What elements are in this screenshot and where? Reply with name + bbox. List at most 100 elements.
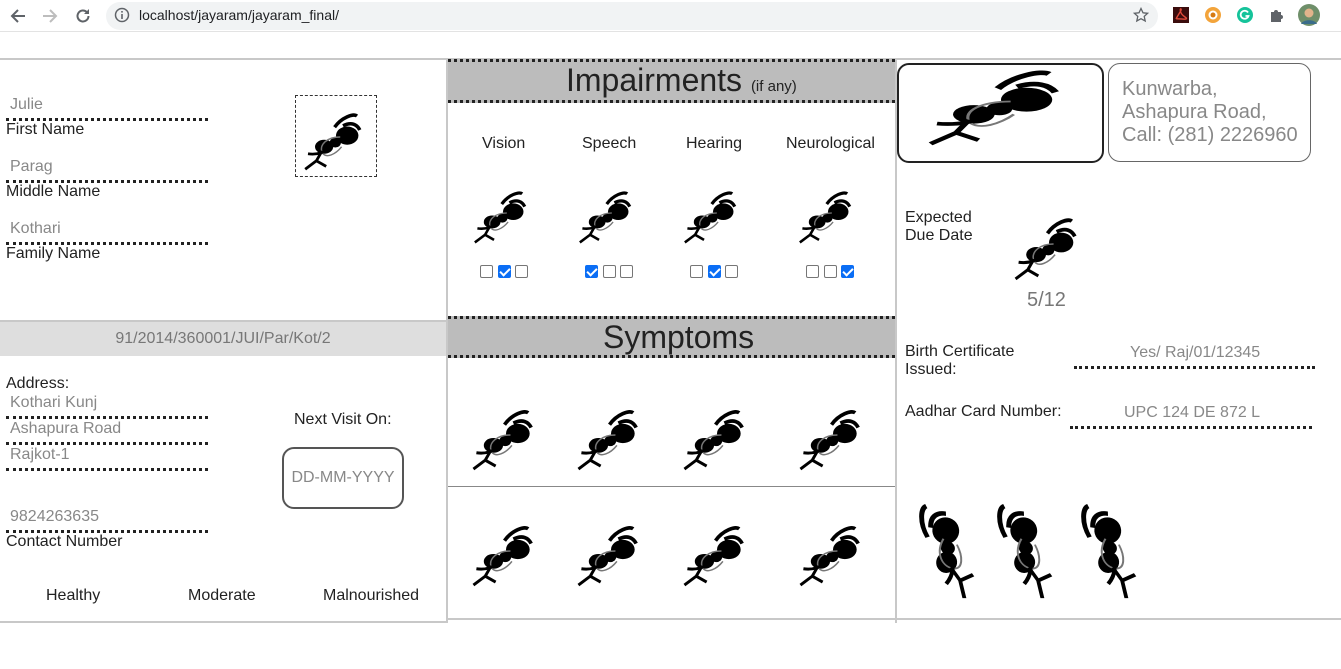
puzzle-icon[interactable] (1267, 5, 1287, 25)
impairment-label-neurological: Neurological (786, 135, 875, 152)
ant-icon (465, 181, 541, 245)
impairment-checkbox-neurological-3[interactable] (841, 265, 854, 278)
photo-frame[interactable] (295, 95, 377, 177)
symptom-ant-icon[interactable] (565, 514, 657, 588)
first-name-label: First Name (6, 121, 85, 138)
info-icon[interactable] (114, 7, 130, 28)
first-name-underline (6, 118, 208, 121)
middle-name-field[interactable]: Parag (10, 158, 53, 175)
health-card-page: Julie First Name Parag Middle Name Kotha… (0, 33, 1341, 669)
clinic-address-line1: Kunwarba, (1122, 78, 1218, 100)
url-text: localhost/jayaram/jayaram_final/ (139, 7, 339, 23)
address-label: Address: (6, 375, 70, 392)
ant-icon (570, 181, 646, 245)
address-bar[interactable]: localhost/jayaram/jayaram_final/ (106, 2, 1158, 30)
ant-icon (298, 102, 374, 172)
impairment-label-speech: Speech (582, 135, 637, 152)
impairments-title-text: Impairments (566, 62, 743, 98)
symptom-ant-icon[interactable] (787, 398, 879, 472)
nutrition-option-healthy[interactable]: Healthy (46, 587, 101, 604)
impairment-checkbox-hearing-2[interactable] (707, 265, 721, 278)
avatar[interactable] (1298, 4, 1320, 26)
due-date-value: 5/12 (1027, 289, 1066, 311)
browser-toolbar: localhost/jayaram/jayaram_final/ (0, 0, 1341, 32)
aadhar-underline (1070, 426, 1312, 429)
family-name-field[interactable]: Kothari (10, 220, 61, 237)
symptom-ant-icon[interactable] (671, 398, 763, 472)
impairment-checkbox-hearing-3[interactable] (725, 265, 738, 278)
pdf-extension-icon[interactable] (1171, 5, 1191, 25)
aadhar-label: Aadhar Card Number: (905, 403, 1062, 420)
middle-name-label: Middle Name (6, 183, 101, 200)
impairment-checkbox-vision-2[interactable] (497, 265, 511, 278)
grammarly-icon[interactable] (1235, 5, 1255, 25)
address-line2-underline (6, 442, 208, 445)
symptom-ant-icon[interactable] (671, 514, 763, 588)
ant-icon (675, 181, 751, 245)
impairment-label-hearing: Hearing (686, 135, 743, 152)
impairment-label-vision: Vision (482, 135, 526, 152)
birth-certificate-field[interactable]: Yes/ Raj/01/12345 (1130, 344, 1261, 361)
impairment-checkbox-neurological-1[interactable] (806, 265, 819, 278)
bottom-divider (0, 621, 448, 623)
patient-id-band: 91/2014/360001/JUI/Par/Kot/2 (0, 320, 446, 356)
address-line3-field[interactable]: Rajkot-1 (10, 446, 70, 463)
nutrition-option-malnourished[interactable]: Malnourished (323, 587, 420, 604)
aadhar-field[interactable]: UPC 124 DE 872 L (1124, 404, 1261, 421)
ant-icon (901, 67, 1101, 159)
patient-id-code: 91/2014/360001/JUI/Par/Kot/2 (115, 330, 331, 347)
birth-certificate-label-line1: Birth Certificate (905, 343, 1015, 360)
impairments-subtitle: (if any) (750, 78, 797, 95)
ant-icon (790, 181, 866, 245)
contact-number-label: Contact Number (6, 533, 123, 550)
impairment-checkbox-neurological-2[interactable] (823, 265, 837, 278)
family-name-label: Family Name (6, 245, 101, 262)
symptom-ant-icon[interactable] (787, 514, 879, 588)
impairment-checkbox-speech-3[interactable] (620, 265, 633, 278)
clinic-address-line2: Ashapura Road, (1122, 101, 1267, 123)
clinic-address-line3: Call: (281) 2226960 (1122, 124, 1298, 146)
impairment-checkbox-speech-1[interactable] (585, 265, 598, 278)
symptoms-title: Symptoms (603, 319, 755, 355)
forward-arrow-icon[interactable] (38, 4, 62, 28)
address-line1-underline (6, 416, 208, 419)
due-date-ant-icon (1003, 206, 1095, 282)
bottom-divider (448, 618, 1341, 620)
impairment-checkbox-vision-1[interactable] (480, 265, 493, 278)
symptoms-header: Symptoms (448, 316, 895, 358)
impairment-checkbox-vision-3[interactable] (515, 265, 528, 278)
first-name-field[interactable]: Julie (10, 96, 43, 113)
symptoms-row-divider (448, 486, 895, 487)
contact-number-field[interactable]: 9824263635 (10, 508, 99, 525)
next-visit-placeholder: DD-MM-YYYY (291, 469, 395, 486)
clinic-address-box: Kunwarba, Ashapura Road, Call: (281) 222… (1108, 63, 1311, 162)
nutrition-option-moderate[interactable]: Moderate (188, 587, 256, 604)
address-line1-field[interactable]: Kothari Kunj (10, 394, 98, 411)
next-visit-label: Next Visit On: (294, 411, 392, 428)
family-name-underline (6, 242, 208, 245)
symptom-ant-icon[interactable] (460, 398, 552, 472)
symptom-ant-icon[interactable] (460, 514, 552, 588)
impairments-header: Impairments (if any) (448, 59, 895, 103)
contact-number-underline (6, 530, 208, 533)
extension-icon[interactable] (1203, 5, 1223, 25)
next-visit-input[interactable]: DD-MM-YYYY (282, 447, 404, 509)
impairment-checkbox-hearing-1[interactable] (690, 265, 703, 278)
address-line2-field[interactable]: Ashapura Road (10, 420, 122, 437)
middle-name-underline (6, 180, 208, 183)
impairments-title: Impairments (if any) (566, 62, 797, 99)
birth-certificate-label-line2: Issued: (905, 361, 957, 378)
due-date-label-line1: Expected (905, 209, 972, 226)
symptom-ant-icon[interactable] (565, 398, 657, 472)
ant-icon (1037, 481, 1168, 604)
address-line3-underline (6, 468, 208, 471)
due-date-label-line2: Due Date (905, 227, 973, 244)
star-icon[interactable] (1132, 6, 1150, 28)
back-arrow-icon[interactable] (6, 4, 30, 28)
impairment-checkbox-speech-2[interactable] (602, 265, 616, 278)
column-divider (446, 58, 448, 623)
birth-certificate-underline (1074, 366, 1315, 369)
reload-icon[interactable] (71, 4, 95, 28)
